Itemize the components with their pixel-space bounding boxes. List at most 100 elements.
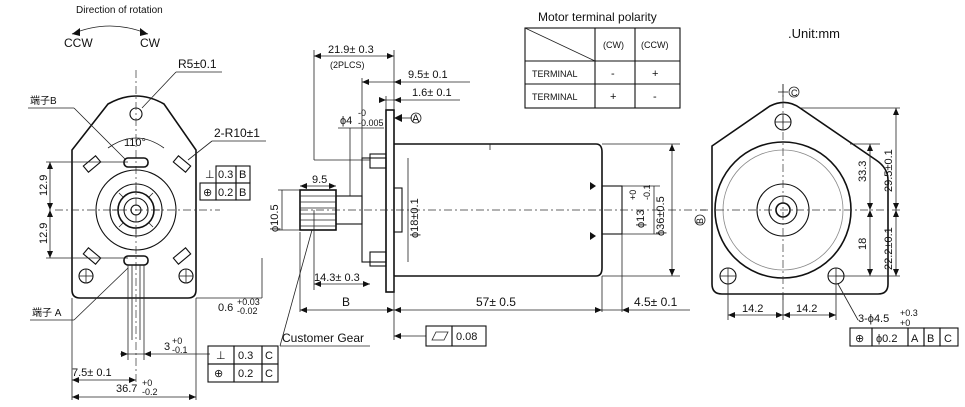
dim-12-9-bot: 12.9 — [38, 223, 50, 244]
polarity-row-2-label: TERMINAL — [532, 92, 578, 102]
rear-housing-outline — [71, 95, 197, 299]
customer-gear — [299, 189, 337, 231]
front-view: C B 33.3 18 29.5±0.1 22.2±0.1 14.2 14.2 — [694, 84, 959, 347]
ccw-arrow-icon — [72, 28, 80, 36]
tolerance-frame-c: ⊥ 0.3 C ⊕ 0.2 C — [207, 345, 279, 383]
svg-text:0.2: 0.2 — [218, 187, 233, 199]
dim-b: B — [342, 295, 350, 309]
svg-text:+0.3: +0.3 — [900, 308, 918, 318]
polarity-row-1-ccw: + — [652, 68, 658, 80]
polarity-row-1-cw: - — [611, 68, 615, 80]
brush-holder-lr — [172, 247, 192, 265]
svg-text:0.2: 0.2 — [238, 368, 253, 380]
dim-12-9-top: 12.9 — [38, 175, 50, 196]
position-tolerance-frame: ⊕ ϕ0.2 A B C — [849, 327, 959, 347]
side-view: 21.9± 0.3 (2PLCS) 9.5± 0.1 1.6± 0.1 A ϕ4… — [269, 44, 700, 347]
gear-teeth — [112, 186, 160, 234]
dim-0-6: 0.6 — [218, 302, 233, 314]
datum-c: C — [791, 88, 798, 98]
svg-text:0.3: 0.3 — [218, 169, 233, 181]
svg-text:C: C — [265, 350, 273, 362]
svg-text:⊥: ⊥ — [216, 350, 226, 362]
svg-text:-0.2: -0.2 — [142, 387, 158, 397]
polarity-header-ccw: (CCW) — [641, 40, 669, 50]
polarity-row-2-cw: + — [610, 91, 616, 103]
brush-holder-ur — [172, 155, 192, 173]
cw-label: CW — [140, 36, 161, 50]
brush-holder-ll — [82, 247, 102, 265]
rear-boss-outer — [95, 169, 177, 251]
r10-label: 2-R10±1 — [214, 126, 260, 140]
svg-text:-0.1: -0.1 — [642, 184, 652, 200]
dim-29-5: 29.5±0.1 — [883, 149, 895, 192]
svg-text:0.3: 0.3 — [238, 350, 253, 362]
svg-text:⊕: ⊕ — [855, 333, 864, 345]
r5-label: R5±0.1 — [178, 57, 217, 71]
dia-4: ϕ4 — [340, 115, 352, 127]
polarity-header-cw: (CW) — [603, 40, 624, 50]
svg-text:-0: -0 — [358, 108, 366, 118]
rotation-title: Direction of rotation — [76, 5, 163, 16]
dim-1-6: 1.6± 0.1 — [412, 87, 452, 99]
polarity-row-2-ccw: - — [653, 91, 657, 103]
svg-text:⊕: ⊕ — [214, 368, 223, 380]
dim-9-5-top: 9.5± 0.1 — [408, 69, 448, 81]
rotation-arc — [71, 25, 149, 35]
svg-text:-0.02: -0.02 — [237, 306, 258, 316]
terminal-b-label: 端子B — [30, 94, 57, 107]
dim-14-2-left: 14.2 — [742, 303, 763, 315]
svg-text:⊥: ⊥ — [205, 169, 215, 181]
dim-33-3: 33.3 — [857, 161, 869, 182]
rear-view: R5±0.1 端子B 110° 2-R10±1 12.9 12.9 ⊥ — [28, 57, 279, 400]
tolerance-frame-b: ⊥ 0.3 B ⊕ 0.2 B — [199, 165, 251, 201]
terminal-b-slot — [123, 157, 149, 168]
front-terminal-top — [369, 153, 387, 169]
dim-18: 18 — [857, 238, 869, 250]
front-terminal-bot — [369, 251, 387, 267]
dia-13: ϕ13 — [635, 210, 647, 228]
front-flange-outline — [711, 101, 889, 295]
svg-text:+0: +0 — [900, 318, 910, 328]
svg-text:+0: +0 — [628, 190, 638, 200]
terminal-a-slot — [123, 255, 149, 266]
dim-2plcs: (2PLCS) — [330, 60, 365, 70]
svg-text:B: B — [239, 169, 246, 181]
holes-note: 3-ϕ4.5 — [858, 313, 889, 325]
cw-arrow-icon — [140, 28, 148, 36]
svg-text:C: C — [944, 333, 952, 345]
polarity-title: Motor terminal polarity — [538, 10, 657, 24]
flange-plate — [385, 109, 395, 293]
dia-10-5: ϕ10.5 — [269, 204, 281, 232]
dim-3: 3 — [164, 341, 170, 353]
dim-21-9: 21.9± 0.3 — [328, 44, 374, 56]
unit-label: .Unit:mm — [788, 26, 840, 41]
flatness-frame: 0.08 — [394, 325, 487, 347]
datum-a: A — [412, 113, 420, 125]
dim-36-7: 36.7 — [116, 383, 137, 395]
dia-18: ϕ18±0.1 — [409, 198, 421, 238]
shaft-center — [130, 204, 142, 216]
customer-gear-label: Customer Gear — [282, 331, 364, 345]
dim-57: 57± 0.5 — [476, 295, 516, 309]
terminal-a-label: 端子 A — [32, 306, 62, 319]
svg-text:A: A — [911, 333, 919, 345]
svg-text:+0: +0 — [172, 336, 182, 346]
svg-text:B: B — [927, 333, 934, 345]
angle-label: 110° — [124, 137, 146, 149]
dim-22-2: 22.2±0.1 — [883, 227, 895, 270]
svg-text:-0.1: -0.1 — [172, 345, 188, 355]
dim-7-5: 7.5± 0.1 — [72, 367, 112, 379]
commutator-core — [123, 197, 149, 223]
svg-text:+0: +0 — [142, 378, 152, 388]
dim-9-5: 9.5 — [312, 174, 327, 186]
dim-14-3: 14.3± 0.3 — [314, 272, 360, 284]
svg-text:-0.005: -0.005 — [358, 118, 384, 128]
svg-text:+0.03: +0.03 — [237, 297, 260, 307]
dim-4-5: 4.5± 0.1 — [634, 295, 678, 309]
svg-text:⊕: ⊕ — [203, 187, 212, 199]
dim-14-2-right: 14.2 — [796, 303, 817, 315]
dia-36: ϕ36±0.5 — [655, 196, 667, 236]
svg-text:ϕ0.2: ϕ0.2 — [876, 333, 897, 345]
svg-text:C: C — [265, 368, 273, 380]
svg-text:0.08: 0.08 — [456, 331, 477, 343]
